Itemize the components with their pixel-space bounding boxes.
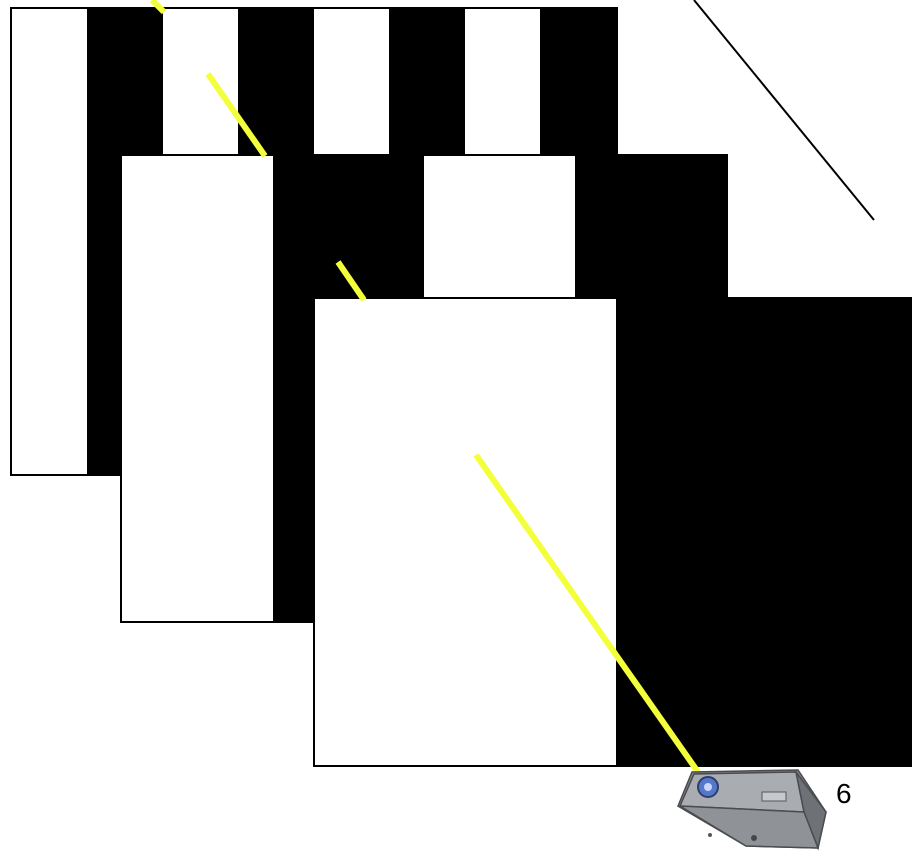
light-ray-segment [149, 0, 167, 15]
figure-label: 6 [836, 778, 852, 809]
front-plane-outline [313, 297, 912, 767]
back-plane-light-stripe [465, 8, 540, 155]
middle-plane-light-stripe [424, 155, 575, 298]
projector-icon [677, 769, 827, 851]
projector-detail [708, 833, 712, 837]
perspective-guide-line [693, 0, 875, 221]
front-pattern-plane [313, 297, 912, 767]
middle-plane-light-stripe [121, 155, 273, 622]
light-ray-segment [473, 453, 701, 774]
light-ray-segment [335, 260, 367, 302]
back-plane-light-stripe [314, 8, 389, 155]
light-ray [149, 0, 701, 774]
back-plane-light-stripe [11, 8, 87, 475]
projector-vent [761, 791, 787, 802]
light-ray-segment [205, 72, 268, 158]
projector-front-face [679, 805, 820, 849]
projector-foot [751, 835, 757, 841]
projector-lens-highlight [704, 783, 712, 791]
back-plane-light-stripe [163, 8, 238, 155]
front-plane-light-region [314, 298, 616, 766]
